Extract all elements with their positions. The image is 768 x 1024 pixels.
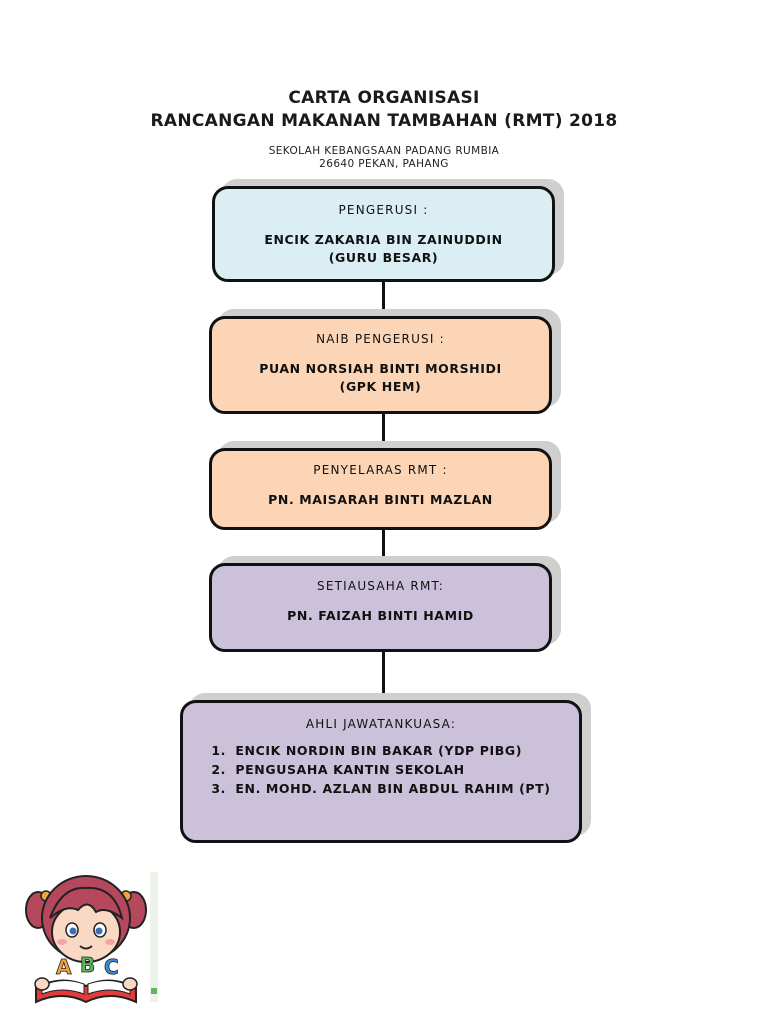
pengerusi-role: PENGERUSI : <box>338 203 429 217</box>
naib-pengerusi-box: NAIB PENGERUSI : PUAN NORSIAH BINTI MORS… <box>209 316 552 414</box>
member-number: 2. <box>211 762 227 777</box>
girl-reading-book-icon: A B C <box>25 872 158 1004</box>
connector-line <box>382 280 385 318</box>
letter-b: B <box>80 953 95 977</box>
list-item: 2. PENGUSAHA KANTIN SEKOLAH <box>211 760 550 779</box>
setiausaha-name: PN. FAIZAH BINTI HAMID <box>287 608 474 623</box>
school-address: 26640 PEKAN, PAHANG <box>319 158 449 170</box>
chart-title-line1: CARTA ORGANISASI <box>288 88 480 108</box>
member-number: 3. <box>211 781 227 796</box>
letter-a: A <box>56 955 72 979</box>
pengerusi-detail: (GURU BESAR) <box>328 250 439 265</box>
naib-pengerusi-role: NAIB PENGERUSI : <box>316 332 445 346</box>
member-number: 1. <box>211 743 227 758</box>
list-item: 3. EN. MOHD. AZLAN BIN ABDUL RAHIM (PT) <box>211 779 550 798</box>
connector-line <box>382 650 385 702</box>
member-name: EN. MOHD. AZLAN BIN ABDUL RAHIM (PT) <box>235 781 551 796</box>
chart-title-line2: RANCANGAN MAKANAN TAMBAHAN (RMT) 2018 <box>150 111 618 131</box>
connector-line <box>382 528 385 564</box>
connector-line <box>382 412 385 450</box>
school-name: SEKOLAH KEBANGSAAN PADANG RUMBIA <box>268 145 500 157</box>
member-list: 1. ENCIK NORDIN BIN BAKAR (YDP PIBG) 2. PE… <box>211 741 550 798</box>
member-name: PENGUSAHA KANTIN SEKOLAH <box>235 762 465 777</box>
ahli-jawatankuasa-box: AHLI JAWATANKUASA: 1. ENCIK NORDIN BIN BA… <box>180 700 582 843</box>
setiausaha-role: SETIAUSAHA RMT: <box>317 579 444 593</box>
ahli-jawatankuasa-role: AHLI JAWATANKUASA: <box>305 717 457 731</box>
naib-pengerusi-name: PUAN NORSIAH BINTI MORSHIDI <box>259 361 502 376</box>
member-name: ENCIK NORDIN BIN BAKAR (YDP PIBG) <box>235 743 523 758</box>
setiausaha-box: SETIAUSAHA RMT: PN. FAIZAH BINTI HAMID <box>209 563 552 652</box>
pengerusi-name: ENCIK ZAKARIA BIN ZAINUDDIN <box>264 232 503 247</box>
penyelaras-box: PENYELARAS RMT : PN. MAISARAH BINTI MAZL… <box>209 448 552 530</box>
naib-pengerusi-detail: (GPK HEM) <box>339 379 422 394</box>
penyelaras-role: PENYELARAS RMT : <box>313 463 448 477</box>
list-item: 1. ENCIK NORDIN BIN BAKAR (YDP PIBG) <box>211 741 550 760</box>
penyelaras-name: PN. MAISARAH BINTI MAZLAN <box>268 492 493 507</box>
pengerusi-box: PENGERUSI : ENCIK ZAKARIA BIN ZAINUDDIN … <box>212 186 555 282</box>
letter-c: C <box>104 955 119 979</box>
